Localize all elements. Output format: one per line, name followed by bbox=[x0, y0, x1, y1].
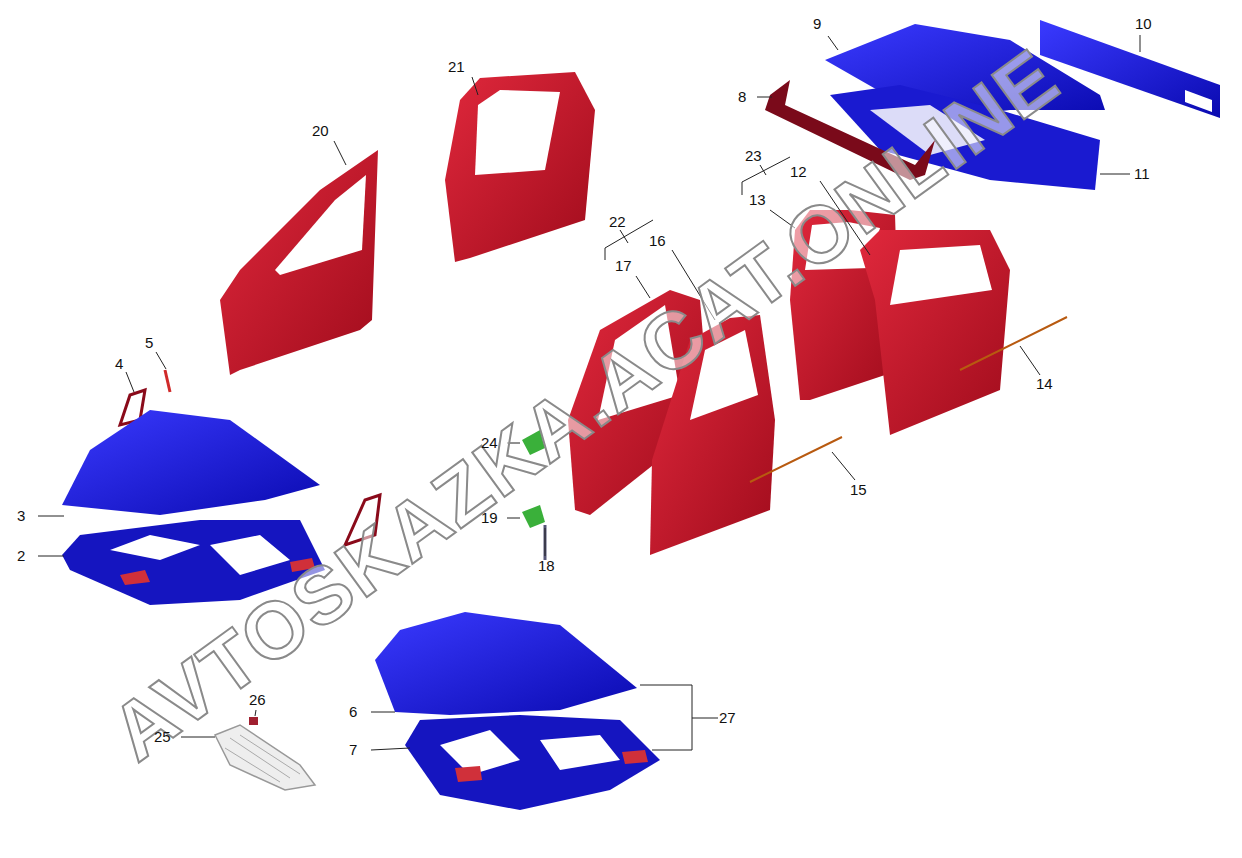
callout-number: 19 bbox=[480, 510, 499, 526]
callout-number: 20 bbox=[311, 123, 330, 139]
callout-number: 10 bbox=[1134, 16, 1153, 32]
callout-number: 14 bbox=[1035, 376, 1054, 392]
callout-number: 4 bbox=[114, 356, 124, 372]
callout-number: 25 bbox=[153, 729, 172, 745]
callout-number: 3 bbox=[16, 508, 26, 524]
callout-number: 18 bbox=[537, 558, 556, 574]
callout-number: 23 bbox=[744, 148, 763, 164]
callout-number: 6 bbox=[348, 704, 358, 720]
callout-number: 17 bbox=[614, 258, 633, 274]
callout-number: 24 bbox=[480, 435, 499, 451]
callout-number: 13 bbox=[748, 192, 767, 208]
callout-number: 16 bbox=[648, 233, 667, 249]
callout-number: 12 bbox=[789, 164, 808, 180]
callout-number: 11 bbox=[1133, 166, 1151, 182]
callout-number: 21 bbox=[447, 59, 466, 75]
callout-number: 26 bbox=[248, 692, 267, 708]
callout-number: 22 bbox=[608, 214, 627, 230]
callout-number: 8 bbox=[737, 89, 747, 105]
callout-number: 7 bbox=[348, 742, 358, 758]
callout-number: 5 bbox=[144, 335, 154, 351]
callout-number: 15 bbox=[849, 482, 868, 498]
callout-number: 9 bbox=[812, 16, 822, 32]
callout-number: 2 bbox=[16, 548, 26, 564]
callout-number: 27 bbox=[718, 710, 737, 726]
